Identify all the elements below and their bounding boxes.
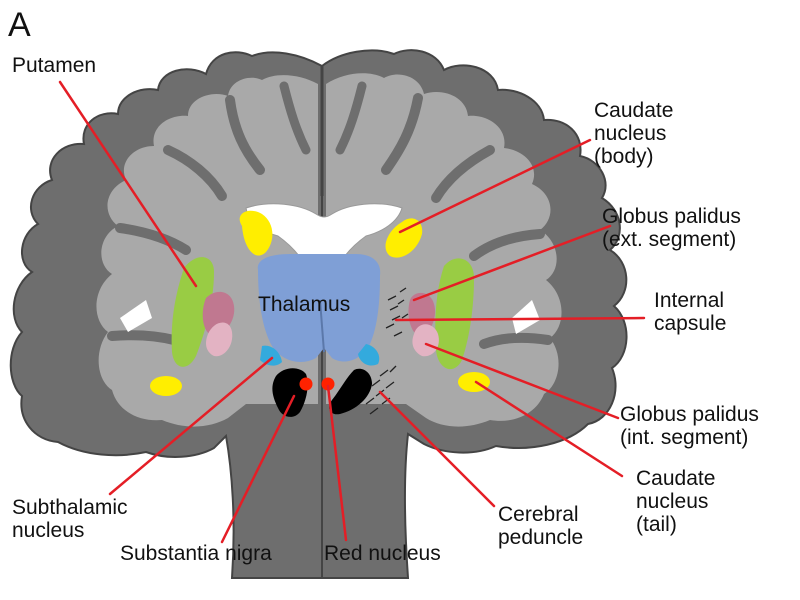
label-caudate-tail: Caudate nucleus (tail): [636, 467, 715, 536]
putamen-right: [435, 258, 474, 370]
thalamus: [257, 254, 381, 362]
svg-text:Cerebral: Cerebral: [498, 503, 579, 526]
red-nucleus-right: [321, 377, 335, 391]
brain-section: [9, 49, 628, 579]
subthalamic-nucleus-right: [358, 344, 380, 366]
internal-capsule-hatching: [385, 287, 409, 337]
red-nucleus-left: [299, 377, 313, 391]
leader-red-nucleus: [326, 384, 348, 542]
svg-text:nucleus: nucleus: [636, 490, 708, 513]
globus-pallidus-int-right: [412, 324, 439, 357]
label-putamen: Putamen: [12, 54, 96, 77]
label-red-nucleus: Red nucleus: [324, 542, 441, 565]
svg-text:(int. segment): (int. segment): [620, 426, 748, 449]
svg-text:Caudate: Caudate: [636, 467, 715, 490]
leader-putamen: [58, 80, 198, 288]
right-insula-gap: [512, 300, 540, 334]
leader-gp-int: [424, 342, 620, 420]
svg-text:Globus palidus: Globus palidus: [620, 403, 759, 426]
svg-text:nucleus: nucleus: [594, 122, 666, 145]
substantia-nigra-left: [272, 368, 308, 417]
third-ventricle: [319, 299, 325, 353]
panel-letter: A: [8, 6, 31, 44]
svg-text:(body): (body): [594, 145, 654, 168]
label-subthalamic-nucleus: Subthalamic nucleus: [12, 496, 128, 542]
leader-caudate-tail: [474, 380, 624, 478]
globus-pallidus-int-left: [206, 322, 233, 357]
label-substantia-nigra: Substantia nigra: [120, 542, 272, 565]
right-sulcus: [479, 332, 553, 349]
leader-subthalamic: [108, 356, 274, 496]
leader-lines: [58, 80, 646, 544]
thalamus-label: Thalamus: [258, 293, 350, 316]
leader-substantia-nigra: [220, 394, 296, 544]
svg-text:capsule: capsule: [654, 312, 726, 335]
leader-caudate-body: [398, 138, 592, 234]
svg-text:Internal: Internal: [654, 289, 724, 312]
nuclei: [150, 210, 490, 417]
lateral-ventricles: [245, 203, 403, 273]
left-sulcus: [225, 95, 265, 175]
caudate-head-right: [385, 218, 423, 258]
svg-text:Globus palidus: Globus palidus: [602, 205, 741, 228]
svg-text:nucleus: nucleus: [12, 519, 84, 542]
right-sulcus: [431, 145, 495, 203]
svg-text:peduncle: peduncle: [498, 526, 583, 549]
caudate-head-left: [239, 210, 273, 256]
svg-text:(ext. segment): (ext. segment): [602, 228, 736, 251]
left-sulcus: [279, 81, 311, 155]
svg-text:Caudate: Caudate: [594, 99, 673, 122]
putamen-left: [171, 257, 214, 367]
right-sulcus: [469, 229, 545, 261]
leader-internal-capsule: [394, 316, 646, 322]
svg-text:(tail): (tail): [636, 513, 677, 536]
left-insula-gap: [120, 300, 152, 332]
leader-cerebral-peduncle: [378, 390, 496, 508]
label-globus-pallidus-ext: Globus palidus (ext. segment): [602, 205, 741, 251]
svg-text:Subthalamic: Subthalamic: [12, 496, 128, 519]
leader-gp-ext: [412, 224, 612, 302]
left-sulcus: [115, 223, 191, 255]
left-sulcus: [163, 145, 227, 201]
label-caudate-body: Caudate nucleus (body): [594, 99, 673, 168]
label-cerebral-peduncle: Cerebral peduncle: [498, 503, 583, 549]
caudate-tail-left: [150, 376, 182, 396]
label-internal-capsule: Internal capsule: [654, 289, 726, 335]
subthalamic-nucleus-left: [260, 345, 282, 366]
right-sulcus: [381, 93, 423, 175]
substantia-nigra-right: [329, 368, 372, 415]
left-sulcus: [107, 330, 179, 345]
label-globus-pallidus-int: Globus palidus (int. segment): [620, 403, 759, 449]
right-sulcus: [335, 81, 367, 155]
cerebral-peduncle-hatching: [365, 365, 397, 415]
